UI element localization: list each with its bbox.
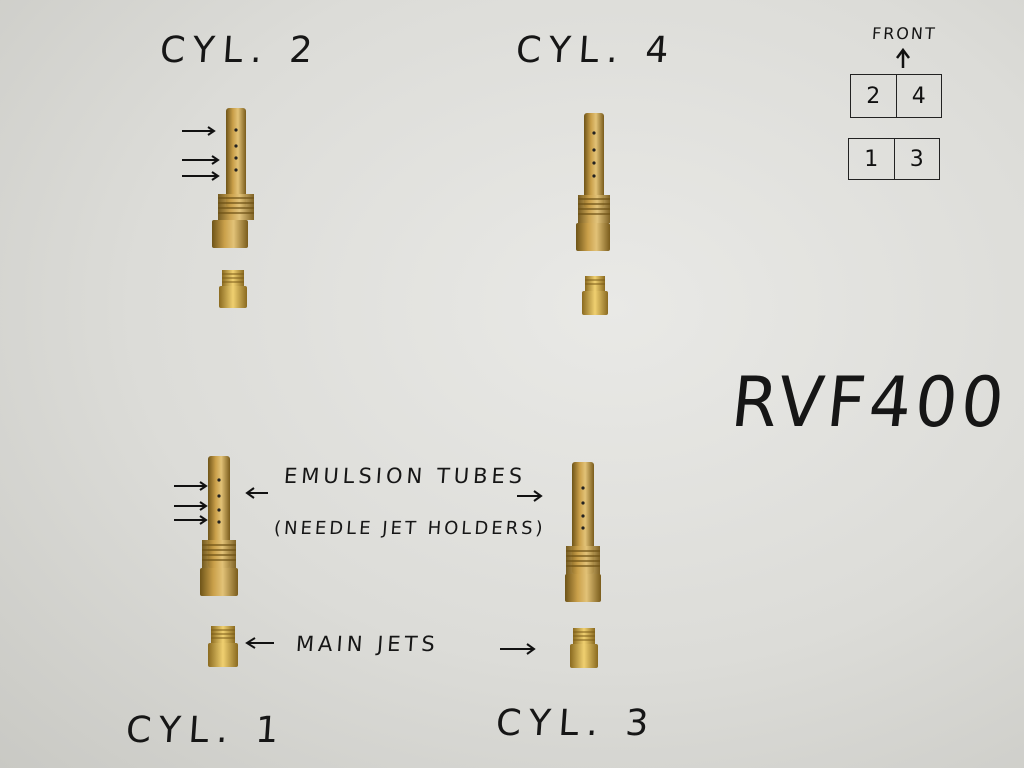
main-jet-cyl3 xyxy=(570,628,598,668)
airflow-arrows-cyl1-icon xyxy=(174,481,208,525)
front-arrow-icon xyxy=(896,47,910,68)
needle-jet-holders-label: (NEEDLE JET HOLDERS) xyxy=(273,518,547,539)
emulsion-tube-cyl4 xyxy=(576,113,610,251)
emulsion-left-arrow-icon xyxy=(245,487,268,499)
cyl1-label: CYL. 1 xyxy=(124,710,288,751)
main-jet-cyl1 xyxy=(208,626,238,667)
front-label: FRONT xyxy=(871,24,938,43)
layout-top-row: 2 4 xyxy=(850,74,942,118)
emulsion-right-arrow-icon xyxy=(517,490,543,502)
cyl4-label: CYL. 4 xyxy=(514,30,678,71)
cyl3-label: CYL. 3 xyxy=(494,703,658,744)
emulsion-tube-cyl3 xyxy=(565,462,601,602)
layout-cell-1: 1 xyxy=(864,146,879,172)
layout-bottom-row: 1 3 xyxy=(848,138,940,180)
layout-cell-3: 3 xyxy=(893,139,940,179)
airflow-arrows-cyl2-icon xyxy=(182,126,220,181)
mainjets-right-arrow-icon xyxy=(500,643,536,655)
main-jet-cyl4 xyxy=(582,276,608,315)
mainjets-left-arrow-icon xyxy=(245,637,274,649)
emulsion-tubes-label: EMULSION TUBES xyxy=(283,464,527,488)
layout-cell-4: 4 xyxy=(895,75,942,117)
cyl2-label: CYL. 2 xyxy=(158,30,322,71)
emulsion-tube-cyl1 xyxy=(200,456,238,596)
emulsion-tube-cyl2 xyxy=(212,108,254,248)
layout-cell-2: 2 xyxy=(866,83,881,109)
model-title: RVF400 xyxy=(727,362,1012,443)
main-jet-cyl2 xyxy=(219,270,247,308)
main-jets-label: MAIN JETS xyxy=(295,632,440,656)
